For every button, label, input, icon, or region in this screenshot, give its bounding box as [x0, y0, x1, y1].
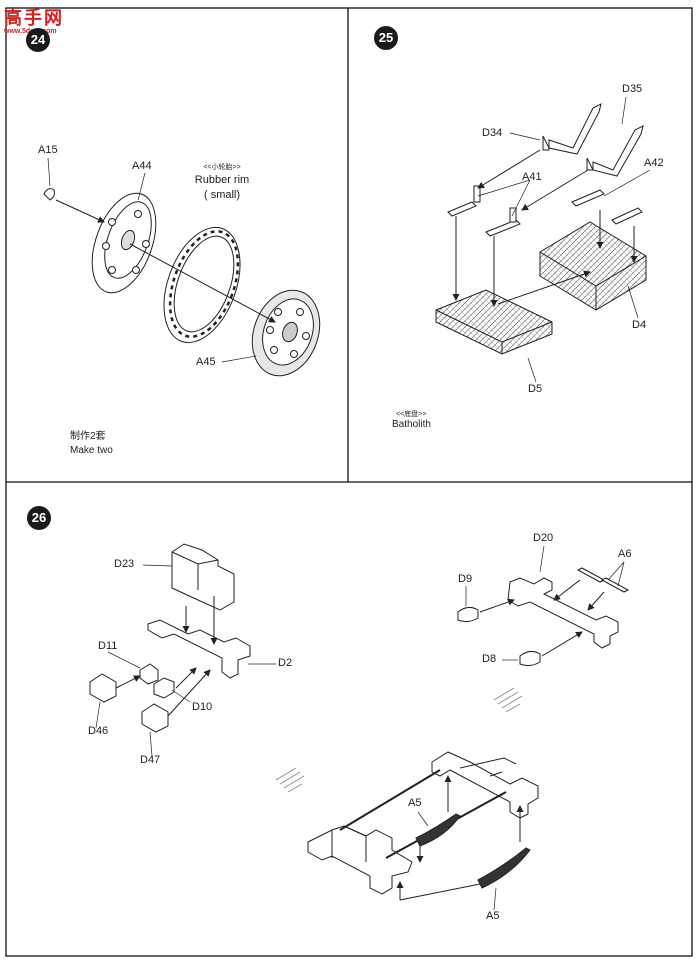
label-a5-bottom: A5	[486, 910, 500, 922]
part-d10	[153, 677, 175, 699]
part-d23	[171, 543, 235, 611]
label-d9: D9	[458, 573, 473, 585]
step-24-badge: 24	[26, 28, 50, 52]
label-d23: D23	[114, 558, 135, 570]
label-d46: D46	[88, 725, 109, 737]
part-a41-1	[447, 201, 477, 217]
label-d20: D20	[533, 532, 554, 544]
part-a6-1	[576, 567, 606, 583]
label-rim-size: ( small)	[203, 189, 241, 201]
part-d8	[519, 650, 541, 667]
part-d4	[539, 221, 647, 311]
label-d34: D34	[482, 127, 503, 139]
label-a15: A15	[38, 144, 58, 156]
label-a45: A45	[196, 356, 216, 368]
note-en-25: Batholith	[392, 419, 431, 430]
label-d35: D35	[622, 83, 643, 95]
part-a42-1	[571, 189, 605, 207]
note-cn-24: 制作2套	[70, 431, 106, 442]
label-rim-cn: <<小轮胎>>	[203, 164, 241, 171]
part-a5-bottom	[477, 847, 531, 889]
label-d5: D5	[528, 383, 543, 395]
label-d10: D10	[192, 701, 213, 713]
label-d11: D11	[98, 640, 118, 652]
step-26-parts	[89, 543, 630, 911]
chassis-front-frame	[307, 825, 413, 895]
label-d47: D47	[140, 754, 161, 766]
part-d20	[507, 577, 619, 649]
step-26-badge: 26	[27, 506, 51, 530]
chassis-rear-frame	[431, 751, 539, 819]
label-d4: D4	[632, 319, 647, 331]
part-d5	[435, 289, 553, 355]
part-a42-2	[611, 207, 643, 225]
label-a42: A42	[644, 157, 664, 169]
part-d47	[141, 703, 169, 733]
part-d34	[542, 103, 602, 155]
label-a5-left: A5	[408, 797, 422, 809]
label-rim-en: Rubber rim	[194, 174, 250, 186]
part-d2	[147, 619, 251, 679]
label-a6: A6	[618, 548, 632, 560]
label-d8: D8	[482, 653, 497, 665]
note-cn-25: <<底盘>>	[396, 411, 427, 418]
label-a41: A41	[522, 171, 542, 183]
label-a44: A44	[132, 160, 152, 172]
step-25-badge: 25	[374, 26, 398, 50]
watermark-title: 高手网	[4, 8, 64, 28]
part-d9	[457, 606, 479, 623]
part-d46	[89, 673, 117, 703]
part-a5-left	[415, 813, 461, 847]
part-a6-2	[600, 577, 630, 593]
step-25-parts	[435, 96, 651, 383]
label-d2: D2	[278, 657, 293, 669]
step-24-parts	[43, 157, 321, 377]
part-d35	[586, 125, 644, 177]
part-a41-2	[485, 219, 521, 237]
note-en-24: Make two	[70, 445, 113, 456]
part-d11	[139, 663, 159, 685]
panel-frames	[5, 7, 693, 957]
part-a15	[43, 188, 55, 201]
